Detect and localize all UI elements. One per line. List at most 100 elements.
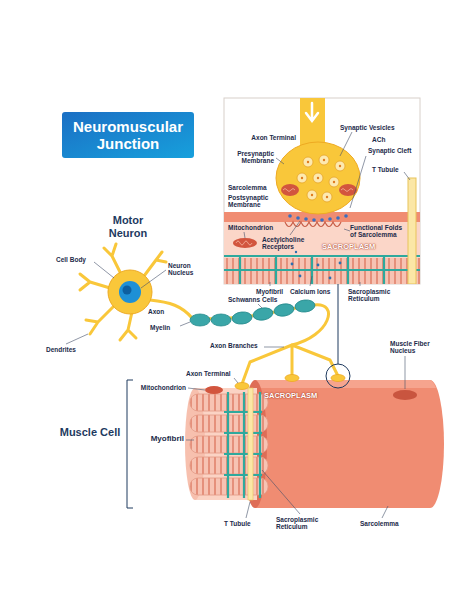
inset-illustration-g-circle <box>320 218 324 222</box>
part-label: Sarcolemma <box>360 520 412 527</box>
leader-lines-path <box>180 322 190 326</box>
part-label: Sarcolemma <box>228 184 288 191</box>
bracket-path <box>127 380 133 508</box>
part-label: T Tubule <box>372 166 406 173</box>
leader-lines-path <box>186 440 194 441</box>
part-label: Axon Terminal <box>232 134 296 141</box>
cell-body-circle <box>123 286 132 295</box>
inset-illustration-g <box>301 159 341 198</box>
myelin-sheath-ellipse <box>231 311 252 325</box>
inset-illustration-path <box>306 103 318 121</box>
inset-illustration-g-circle <box>312 218 316 222</box>
part-label: T Tubule <box>224 520 264 527</box>
leader-lines <box>66 132 410 518</box>
leader-lines-path <box>276 158 284 164</box>
magnifier-circle <box>326 364 350 388</box>
leader-lines-path <box>188 388 205 390</box>
part-label: SACROPLASM <box>264 392 326 401</box>
inset-illustration-g-circle <box>303 157 313 167</box>
inset-illustration-g-circle <box>333 181 335 183</box>
part-label: Sacroplasmic Reticulum <box>276 516 338 531</box>
axon-terminal-tips-ellipse <box>235 383 249 390</box>
muscle-cell-path <box>224 392 262 498</box>
part-label: Synaptic Vesicles <box>340 124 416 131</box>
leader-lines-path <box>350 156 366 208</box>
inset-illustration-g-circle <box>339 262 342 265</box>
myelin-sheath-ellipse <box>190 314 210 326</box>
part-label: ACh <box>372 136 402 143</box>
part-label: Axon Terminal <box>186 370 234 377</box>
leader-lines-path <box>246 502 250 518</box>
inset-illustration-g-circle <box>311 194 313 196</box>
axon-terminal-tips-ellipse <box>285 375 299 382</box>
inset-illustration-g-circle <box>323 159 325 161</box>
part-label: Myofibril <box>134 434 184 443</box>
inset-illustration-g-circle <box>328 217 332 221</box>
part-label: Axon Branches <box>210 342 262 349</box>
muscle-cell-path <box>255 380 436 388</box>
leader-lines-path <box>404 172 410 180</box>
myelin-sheath-ellipse <box>211 314 231 326</box>
inset-illustration-g-circle <box>317 264 320 267</box>
inset-illustration-g-circle <box>307 190 317 200</box>
inset-illustration-path <box>236 241 252 245</box>
title-text: Neuromuscular Junction <box>62 112 194 158</box>
part-label: Neuron Nucleus <box>168 262 212 277</box>
inset-illustration-rect <box>224 212 420 284</box>
inset-illustration-g-circle <box>329 277 332 280</box>
inset-illustration-g-circle <box>307 161 309 163</box>
leader-lines-path <box>141 270 166 288</box>
part-label: Presynaptic Membrane <box>228 150 274 165</box>
inset-illustration-ellipse <box>233 238 257 248</box>
inset-illustration-g-circle <box>295 251 297 253</box>
part-label: Functional Folds of Sarcolemma <box>350 224 406 239</box>
inset-illustration-g-circle <box>317 177 319 179</box>
leader-lines-path <box>264 347 284 348</box>
dendrites-path <box>242 345 338 384</box>
dendrites-path <box>80 274 110 290</box>
part-label: Cell Body <box>56 256 96 263</box>
part-label: Muscle Cell <box>56 426 124 439</box>
dendrites-path <box>120 312 136 340</box>
leader-lines-path <box>94 262 114 278</box>
muscle-cell <box>185 380 444 508</box>
leader-lines-path <box>344 229 350 231</box>
leader-lines-path <box>244 232 245 238</box>
inset-illustration-path <box>283 189 353 192</box>
part-label: Synaptic Cleft <box>368 147 416 154</box>
cell-body-circle <box>119 281 141 303</box>
inset-illustration-g-circle <box>335 161 345 171</box>
myelin-sheath <box>190 299 316 326</box>
inset-illustration-g-circle <box>313 173 323 183</box>
dendrites-path <box>104 244 122 276</box>
muscle-cell-ellipse <box>393 390 417 400</box>
inset-illustration-ellipse <box>281 184 299 196</box>
inset-illustration-g-circle <box>319 155 329 165</box>
part-label: Acetylcholine Receptors <box>262 236 320 251</box>
part-label: Schwanns Cells <box>228 296 292 303</box>
inset-illustration-g-circle <box>299 275 302 278</box>
part-label: Mitochondrion <box>228 224 288 231</box>
myelin-sheath-ellipse <box>294 299 315 313</box>
part-label: Axon <box>148 308 172 315</box>
axon-terminal-tips <box>235 375 345 390</box>
inset-illustration-g-circle <box>329 177 339 187</box>
bracket <box>127 380 133 508</box>
leader-lines-path <box>340 132 352 156</box>
inset-illustration-g-circle <box>339 165 341 167</box>
inset-illustration-g-circle <box>326 196 328 198</box>
cell-body-circle <box>108 270 152 314</box>
inset-illustration-g <box>291 251 342 280</box>
inset-illustration-path <box>285 222 341 227</box>
muscle-cell-ellipse <box>205 386 223 394</box>
leader-lines-path <box>310 276 312 286</box>
part-label: Myelin <box>150 324 178 331</box>
leader-lines-path <box>66 334 88 344</box>
inset-illustration-g-circle <box>291 263 294 266</box>
dendrites-path <box>86 306 114 334</box>
leader-lines-path <box>290 221 300 235</box>
inset-illustration <box>224 98 420 284</box>
part-label: SACROPLASM <box>322 243 384 252</box>
part-label: Sacroplasmic Reticulum <box>348 288 416 303</box>
